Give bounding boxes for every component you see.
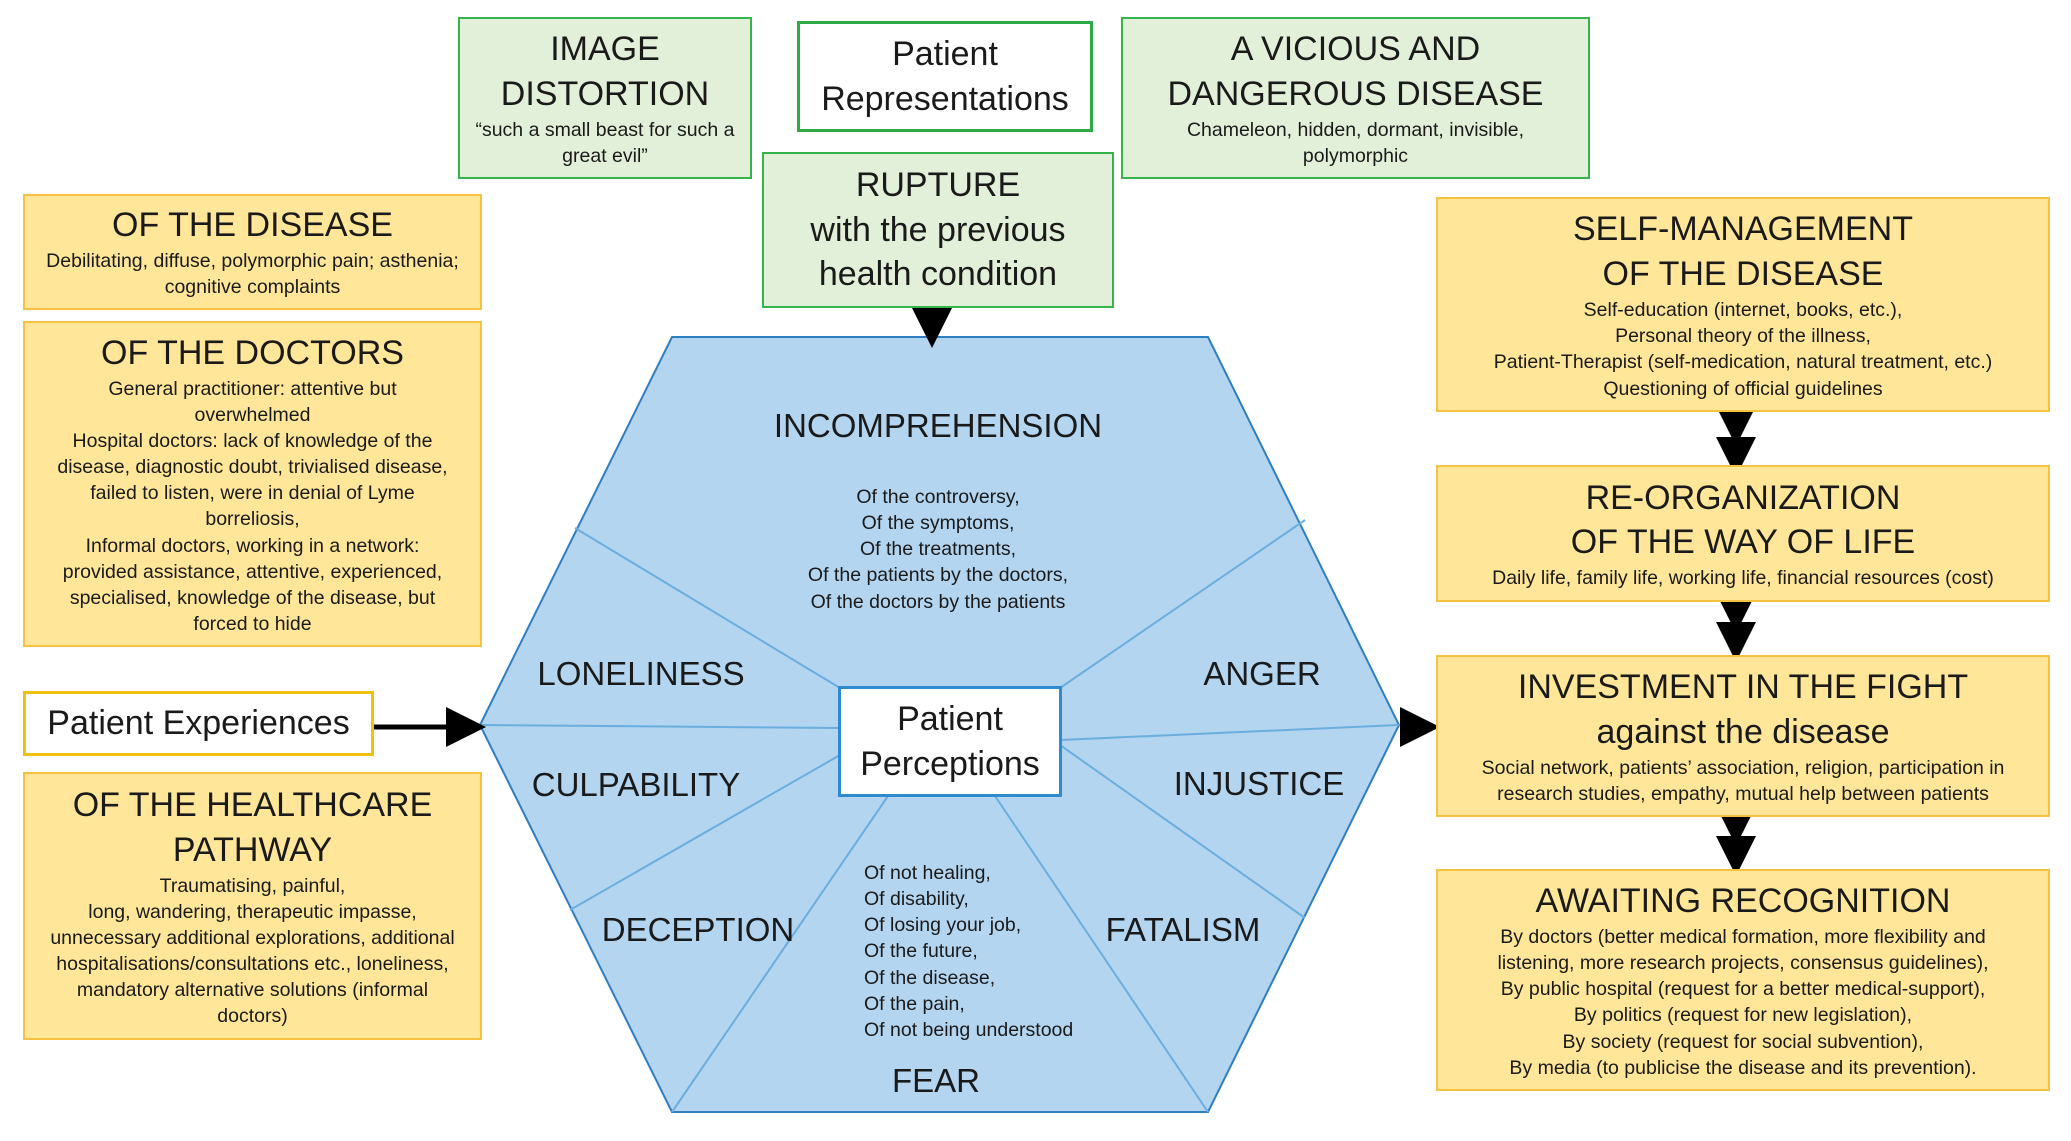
image-distortion-text: “such a small beast for such a great evi…: [475, 118, 735, 167]
awaiting-recognition-title: AWAITING RECOGNITION: [1535, 882, 1951, 921]
healthcare-pathway-title: OF THE HEALTHCARE PATHWAY: [72, 785, 433, 869]
investment-title: INVESTMENT IN THE FIGHT against the dise…: [1517, 668, 1969, 751]
self-management-title: SELF-MANAGEMENT OF THE DISEASE: [1572, 210, 1914, 294]
incomprehension-text: Of the controversy, Of the symptoms, Of …: [807, 486, 1069, 613]
patient-experiences-box: Patient Experiences: [23, 691, 374, 756]
healthcare-pathway-text: Traumatising, painful, long, wandering, …: [50, 874, 455, 1028]
patient-perceptions-box: Patient Perceptions: [838, 686, 1062, 797]
of-the-doctors-box: OF THE DOCTORS General practitioner: att…: [23, 321, 482, 647]
vicious-disease-title: A VICIOUS AND DANGEROUS DISEASE: [1167, 30, 1544, 113]
of-the-doctors-title: OF THE DOCTORS: [101, 333, 404, 372]
investment-box: INVESTMENT IN THE FIGHT against the dise…: [1436, 655, 2050, 817]
fear-title: FEAR: [891, 1062, 981, 1099]
of-the-disease-text: Debilitating, diffuse, polymorphic pain;…: [46, 250, 459, 299]
anger-label: ANGER: [1203, 655, 1321, 692]
reorganization-box: RE-ORGANIZATION OF THE WAY OF LIFE Daily…: [1436, 465, 2050, 602]
vicious-disease-box: A VICIOUS AND DANGEROUS DISEASE Chameleo…: [1121, 17, 1590, 179]
awaiting-recognition-box: AWAITING RECOGNITION By doctors (better …: [1436, 869, 2050, 1091]
deception-label: DECEPTION: [601, 911, 795, 948]
image-distortion-box: IMAGE DISTORTION “such a small beast for…: [458, 17, 752, 179]
of-the-disease-title: OF THE DISEASE: [112, 206, 393, 245]
investment-text: Social network, patients’ association, r…: [1481, 756, 2005, 805]
patient-experiences-label: Patient Experiences: [47, 704, 350, 743]
patient-perceptions-label: Patient Perceptions: [860, 699, 1040, 783]
fear-text: Of not healing, Of disability, Of losing…: [864, 862, 1074, 1041]
injustice-label: INJUSTICE: [1173, 765, 1345, 802]
self-management-box: SELF-MANAGEMENT OF THE DISEASE Self-educ…: [1436, 197, 2050, 412]
self-management-text: Self-education (internet, books, etc.), …: [1493, 299, 1993, 400]
reorganization-title: RE-ORGANIZATION OF THE WAY OF LIFE: [1570, 478, 1916, 562]
of-the-doctors-text: General practitioner: attentive but over…: [57, 377, 448, 635]
vicious-disease-text: Chameleon, hidden, dormant, invisible, p…: [1186, 118, 1525, 167]
image-distortion-title: IMAGE DISTORTION: [500, 30, 710, 113]
incomprehension-title: INCOMPREHENSION: [773, 407, 1103, 444]
fatalism-label: FATALISM: [1105, 911, 1261, 948]
patient-representations-label: Patient Representations: [821, 34, 1069, 118]
patient-representations-box: Patient Representations: [797, 21, 1093, 132]
loneliness-label: LONELINESS: [537, 655, 745, 692]
rupture-box: RUPTURE with the previous health conditi…: [762, 152, 1114, 308]
connector-arrows: [374, 308, 1756, 876]
culpability-label: CULPABILITY: [531, 766, 741, 803]
of-the-healthcare-pathway-box: OF THE HEALTHCARE PATHWAY Traumatising, …: [23, 772, 482, 1040]
awaiting-recognition-text: By doctors (better medical formation, mo…: [1497, 926, 1989, 1079]
hexagon-dividers: [479, 519, 1400, 1113]
rupture-label: RUPTURE with the previous health conditi…: [810, 165, 1066, 294]
reorganization-text: Daily life, family life, working life, f…: [1492, 567, 1994, 590]
of-the-disease-box: OF THE DISEASE Debilitating, diffuse, po…: [23, 194, 482, 310]
